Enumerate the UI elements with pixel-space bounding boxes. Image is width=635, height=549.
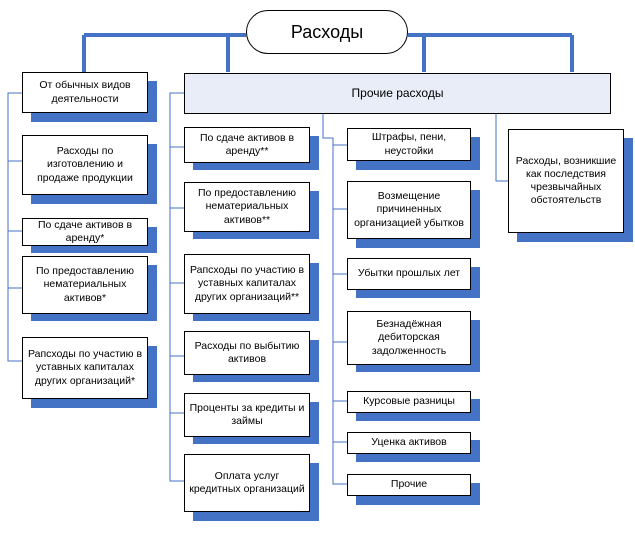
ordinary-item: По сдаче активов в аренду* — [22, 218, 148, 246]
ordinary-item: Рапсходы по участию в уставных капиталах… — [22, 337, 148, 399]
other-col2-item: Курсовые разницы — [347, 391, 471, 413]
other-col2-item: Штрафы, пени, неустойки — [347, 128, 471, 161]
other-col1-item: По предоставлению нематериальных активов… — [184, 182, 310, 232]
other-col1-item: Оплата услуг кредитных организаций — [184, 454, 310, 512]
other-col2-item: Безнадёжная дебиторская задолженность — [347, 311, 471, 365]
root-expenses: Расходы — [246, 10, 408, 54]
other-expenses-box: Прочие расходы — [184, 73, 611, 114]
ordinary-item: Расходы по изготовлению и продаже продук… — [22, 135, 148, 195]
ordinary-item: По предоставлению нематериальных активов… — [22, 256, 148, 314]
other-col1-item: Проценты за кредиты и займы — [184, 393, 310, 437]
emergency-expenses-box: Расходы, возникшие как последствия чрезв… — [508, 129, 624, 233]
other-col1-item: По сдаче активов в аренду** — [184, 127, 310, 163]
other-col2-item: Убытки прошлых лет — [347, 258, 471, 290]
other-col2-item: Уценка активов — [347, 432, 471, 454]
ordinary-activities-box: От обычных видов деятельности — [22, 72, 148, 113]
other-col2-item: Возмещение причиненных организацией убыт… — [347, 181, 471, 239]
other-col2-item: Прочие — [347, 474, 471, 496]
other-col1-item: Рапсходы по участию в уставных капиталах… — [184, 254, 310, 314]
other-col1-item: Расходы по выбытию активов — [184, 331, 310, 375]
